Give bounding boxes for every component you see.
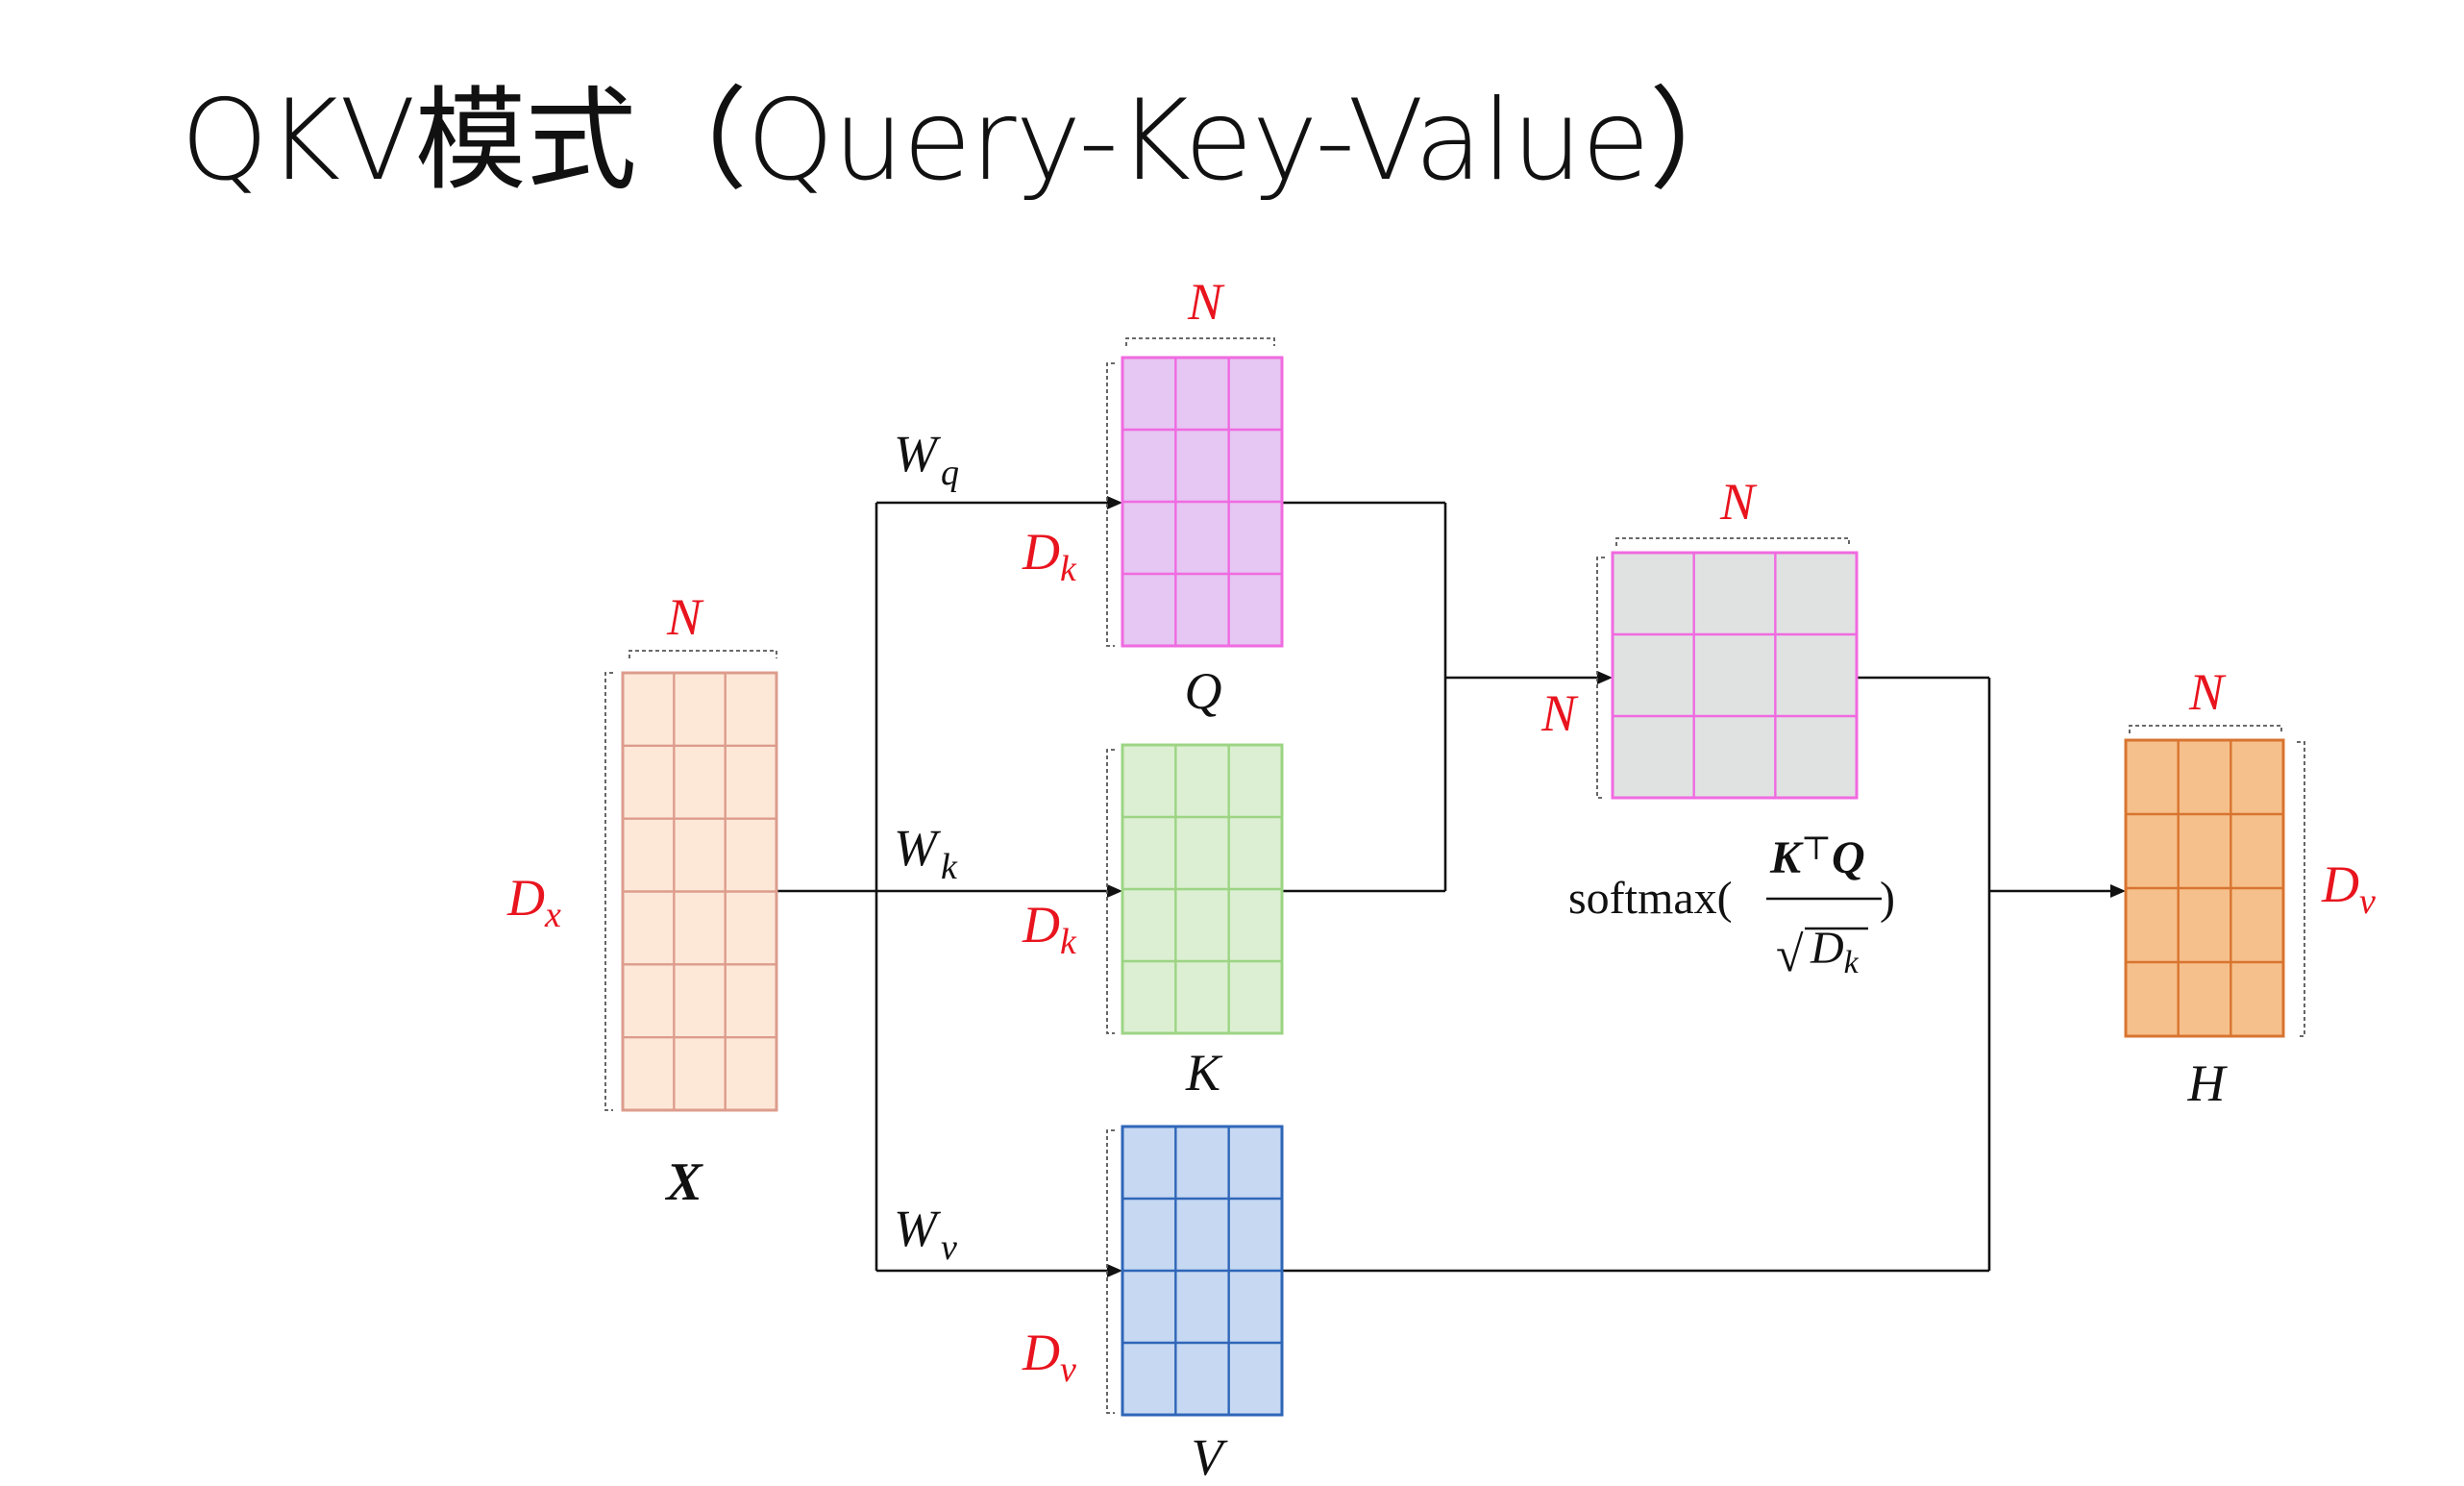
h-name-label: H (2187, 1054, 2229, 1112)
matrix-k (1121, 743, 1284, 1035)
matrix-h (2124, 738, 2285, 1038)
page-title: QKV模式（Query-Key-Value） (181, 76, 1761, 206)
connection-wires (776, 496, 2126, 1277)
s-width-label: N (1719, 473, 1758, 531)
v-name-label: V (1192, 1428, 1229, 1486)
softmax-formula: softmax( K⊤Q √ Dk ) (1568, 831, 1895, 982)
formula-suffix: ) (1880, 873, 1895, 924)
q-width-label: N (1187, 273, 1225, 331)
formula-numerator: K⊤Q (1769, 831, 1865, 883)
matrix-x (621, 671, 778, 1112)
matrix-v (1121, 1125, 1284, 1417)
k-name-label: K (1185, 1044, 1223, 1102)
matrix-attention-scores (1611, 551, 1859, 800)
q-name-label: Q (1185, 662, 1222, 720)
formula-sqrt: √ (1776, 928, 1804, 982)
matrix-q (1121, 356, 1284, 648)
h-height-label: Dv (2321, 855, 2376, 922)
h-width-label: N (2188, 663, 2227, 721)
formula-denominator: Dk (1810, 923, 1860, 980)
v-height-label: Dv (1022, 1324, 1076, 1390)
matrix-s-body (1611, 551, 1859, 800)
x-name-label: X (664, 1152, 703, 1212)
dimension-braces (604, 337, 2305, 1414)
x-height-label: Dx (506, 869, 561, 935)
x-width-label: N (666, 588, 704, 646)
s-height-label: N (1540, 684, 1579, 742)
formula-prefix: softmax( (1568, 873, 1733, 924)
k-height-label: Dk (1022, 896, 1077, 962)
q-height-label: Dk (1022, 523, 1077, 589)
